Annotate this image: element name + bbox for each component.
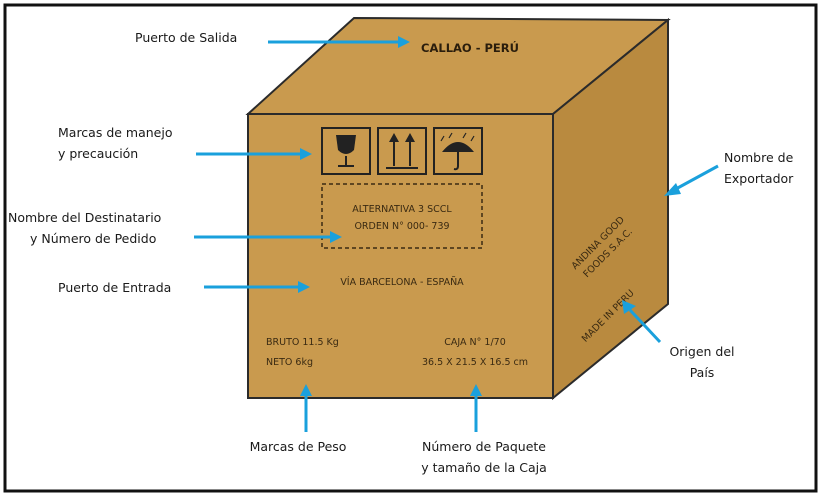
label-destinatario-2: y Número de Pedido (30, 231, 156, 246)
shipping-box (245, 16, 671, 401)
gross-weight-text: BRUTO 11.5 Kg (266, 337, 339, 348)
port-of-entry-text: VÍA BARCELONA - ESPAÑA (340, 276, 464, 288)
label-exportador-1: Nombre de (724, 150, 794, 165)
order-label-box (321, 183, 483, 249)
keep-dry-umbrella-icon (433, 127, 483, 175)
consignee-name-text: ALTERNATIVA 3 SCCL (352, 204, 452, 215)
arrow-exportador (673, 164, 719, 192)
box-number-text: CAJA N° 1/70 (444, 337, 506, 348)
label-destinatario-1: Nombre del Destinatario (8, 210, 161, 225)
handling-icons (321, 127, 483, 175)
label-puerto-entrada: Puerto de Entrada (58, 280, 171, 295)
label-origen-2: País (690, 365, 715, 380)
label-puerto-salida: Puerto de Salida (135, 30, 237, 45)
box-front-face (247, 113, 554, 399)
label-exportador-2: Exportador (724, 171, 794, 186)
label-marcas-manejo-1: Marcas de manejo (58, 125, 173, 140)
order-number-text: ORDEN N° 000- 739 (354, 221, 449, 232)
arrow-origen (628, 308, 662, 344)
label-origen-1: Origen del (669, 344, 734, 359)
label-paquete-1: Número de Paquete (422, 439, 546, 454)
this-side-up-icon (377, 127, 427, 175)
label-marcas-manejo-2: y precaución (58, 146, 138, 161)
port-of-departure-text: CALLAO - PERÚ (421, 40, 519, 55)
label-paquete-2: y tamaño de la Caja (421, 460, 547, 475)
fragile-glass-icon (321, 127, 371, 175)
arrows (194, 36, 719, 432)
label-marcas-peso: Marcas de Peso (250, 439, 347, 454)
box-dimensions-text: 36.5 X 21.5 X 16.5 cm (422, 357, 528, 368)
net-weight-text: NETO 6kg (266, 357, 313, 368)
